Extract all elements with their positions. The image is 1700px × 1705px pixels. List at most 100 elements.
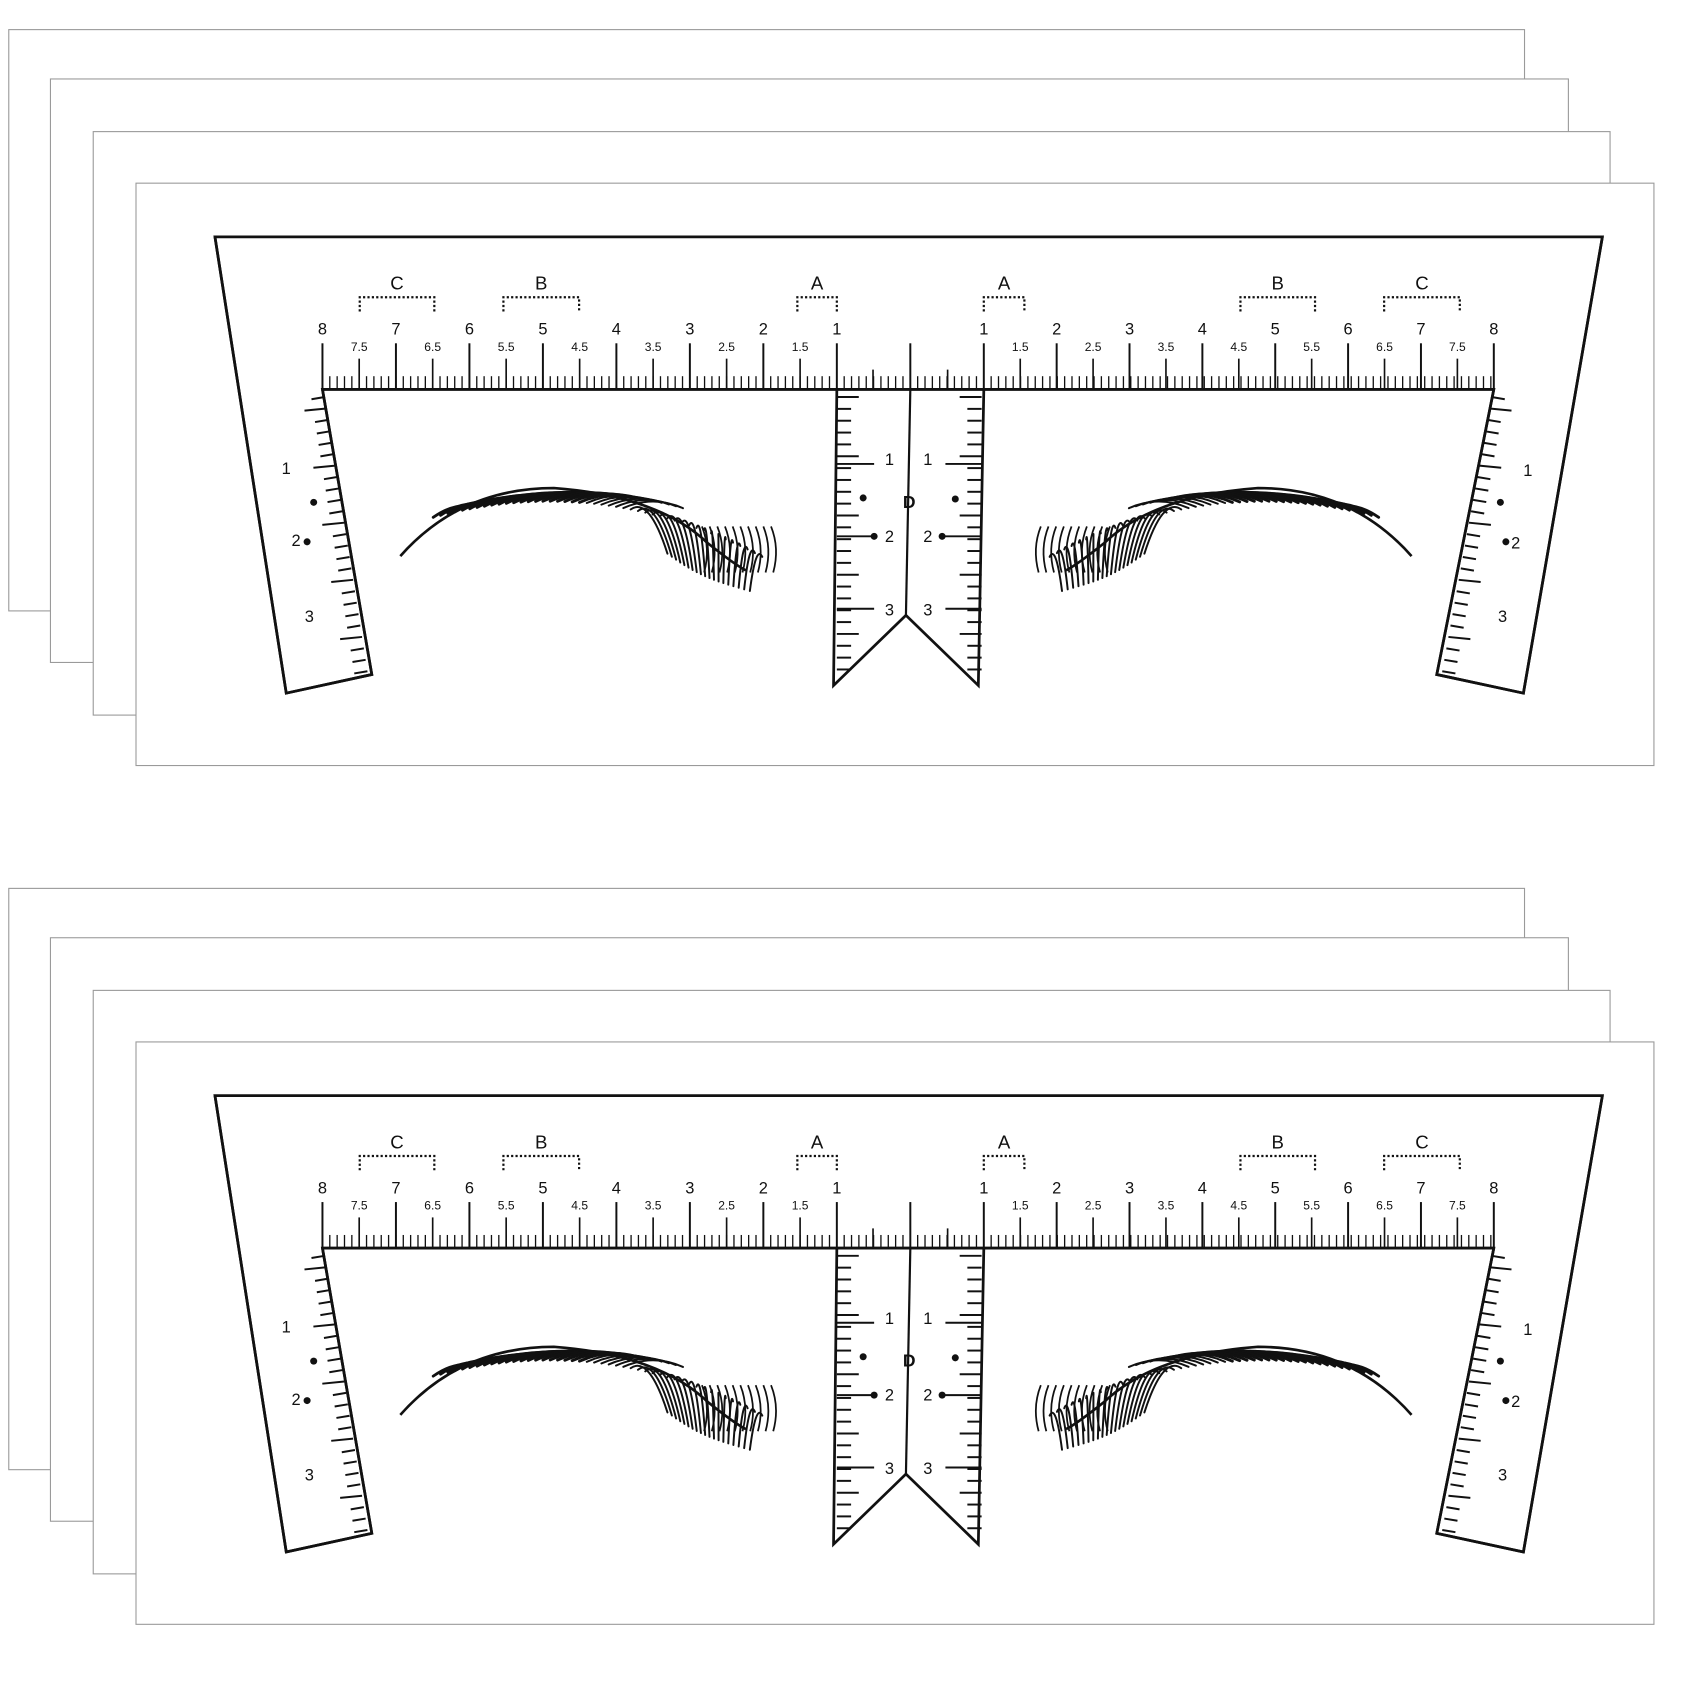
scale-label-right-major: 7 [1416, 1179, 1425, 1197]
scale-label-left-major: 7 [391, 1179, 400, 1197]
scale-label-right-major: 3 [1125, 1179, 1134, 1197]
scale-label-right-half: 4.5 [1230, 340, 1247, 354]
scale-label-left-half: 6.5 [424, 340, 441, 354]
scale-label-left-half: 1.5 [792, 1199, 809, 1213]
scale-label-left-major: 3 [685, 321, 694, 339]
scale-label-right-half: 2.5 [1085, 1199, 1102, 1213]
scale-label-right-major: 6 [1344, 321, 1353, 339]
center-right-label: 1 [923, 1310, 932, 1328]
bracket-label: A [811, 1131, 824, 1152]
scale-label-left-major: 8 [318, 321, 327, 339]
scale-label-right-half: 1.5 [1012, 1199, 1029, 1213]
marker-dot [1497, 499, 1504, 506]
scale-label-right-half: 4.5 [1230, 1199, 1247, 1213]
scale-label-left-major: 2 [759, 321, 768, 339]
left-side-label: 1 [282, 460, 291, 478]
sticker-card-4 [136, 1042, 1654, 1624]
scale-label-left-half: 2.5 [718, 1199, 735, 1213]
scale-label-left-half: 3.5 [645, 340, 662, 354]
scale-label-left-major: 5 [538, 321, 547, 339]
center-right-label: 2 [923, 1387, 932, 1405]
scale-label-left-half: 4.5 [571, 340, 588, 354]
center-left-label: 2 [885, 1387, 894, 1405]
marker-dot [860, 494, 867, 501]
marker-dot [952, 1354, 959, 1361]
scale-label-left-major: 1 [832, 1179, 841, 1197]
scale-label-left-half: 4.5 [571, 1199, 588, 1213]
scale-label-right-major: 1 [979, 1179, 988, 1197]
scale-label-left-half: 7.5 [351, 340, 368, 354]
scale-label-left-major: 1 [832, 321, 841, 339]
scale-label-left-major: 4 [612, 1179, 621, 1197]
marker-dot [1502, 538, 1509, 545]
marker-dot [304, 1397, 311, 1404]
scale-label-right-major: 6 [1344, 1179, 1353, 1197]
bracket-label: A [998, 273, 1011, 294]
scale-label-left-major: 8 [318, 1179, 327, 1197]
center-marker-d: D [903, 492, 916, 512]
marker-dot [871, 533, 878, 540]
scale-label-left-half: 5.5 [498, 1199, 515, 1213]
bracket-label: B [535, 273, 547, 294]
scale-label-right-half: 5.5 [1303, 1199, 1320, 1213]
scale-label-right-major: 3 [1125, 321, 1134, 339]
marker-dot [310, 499, 317, 506]
scale-label-left-major: 6 [465, 1179, 474, 1197]
left-side-label: 2 [292, 1391, 301, 1409]
right-side-label: 2 [1511, 1393, 1520, 1411]
scale-label-right-major: 4 [1198, 321, 1207, 339]
scale-label-left-half: 1.5 [792, 340, 809, 354]
scale-label-right-major: 7 [1416, 321, 1425, 339]
scale-label-left-half: 6.5 [424, 1199, 441, 1213]
left-side-label: 1 [282, 1319, 291, 1337]
scale-label-left-major: 3 [685, 1179, 694, 1197]
bracket-label: A [998, 1131, 1011, 1152]
center-left-label: 1 [885, 451, 894, 469]
right-side-label: 2 [1511, 534, 1520, 552]
center-right-label: 3 [923, 1460, 932, 1478]
center-marker-d: D [903, 1351, 916, 1371]
scale-label-left-half: 5.5 [498, 340, 515, 354]
sticker-card-4 [136, 183, 1654, 765]
scale-label-left-major: 5 [538, 1179, 547, 1197]
scale-label-left-half: 7.5 [351, 1199, 368, 1213]
scale-label-right-major: 2 [1052, 321, 1061, 339]
bracket-label: C [390, 273, 403, 294]
scale-label-right-major: 2 [1052, 1179, 1061, 1197]
scale-label-right-major: 4 [1198, 1179, 1207, 1197]
marker-dot [1497, 1358, 1504, 1365]
scale-label-left-half: 3.5 [645, 1199, 662, 1213]
left-side-label: 3 [305, 608, 314, 626]
marker-dot [304, 538, 311, 545]
scale-label-right-major: 5 [1271, 321, 1280, 339]
bracket-label: B [1272, 273, 1284, 294]
marker-dot [939, 533, 946, 540]
scale-label-left-major: 6 [465, 321, 474, 339]
right-side-label: 1 [1523, 462, 1532, 480]
center-left-label: 1 [885, 1310, 894, 1328]
right-side-label: 3 [1498, 1467, 1507, 1485]
scale-label-right-half: 3.5 [1158, 340, 1175, 354]
scale-label-right-major: 5 [1271, 1179, 1280, 1197]
marker-dot [871, 1392, 878, 1399]
bracket-label: B [1272, 1131, 1284, 1152]
scale-label-left-major: 2 [759, 1179, 768, 1197]
center-left-label: 3 [885, 601, 894, 619]
marker-dot [952, 496, 959, 503]
left-side-label: 3 [305, 1467, 314, 1485]
center-right-label: 1 [923, 451, 932, 469]
scale-label-right-half: 6.5 [1376, 340, 1393, 354]
center-right-label: 3 [923, 601, 932, 619]
marker-dot [939, 1392, 946, 1399]
bracket-label: C [390, 1131, 403, 1152]
bracket-label: C [1415, 1131, 1428, 1152]
center-left-label: 2 [885, 528, 894, 546]
scale-label-right-half: 5.5 [1303, 340, 1320, 354]
scale-label-right-half: 6.5 [1376, 1199, 1393, 1213]
right-side-label: 3 [1498, 608, 1507, 626]
center-left-label: 3 [885, 1460, 894, 1478]
scale-label-right-half: 1.5 [1012, 340, 1029, 354]
